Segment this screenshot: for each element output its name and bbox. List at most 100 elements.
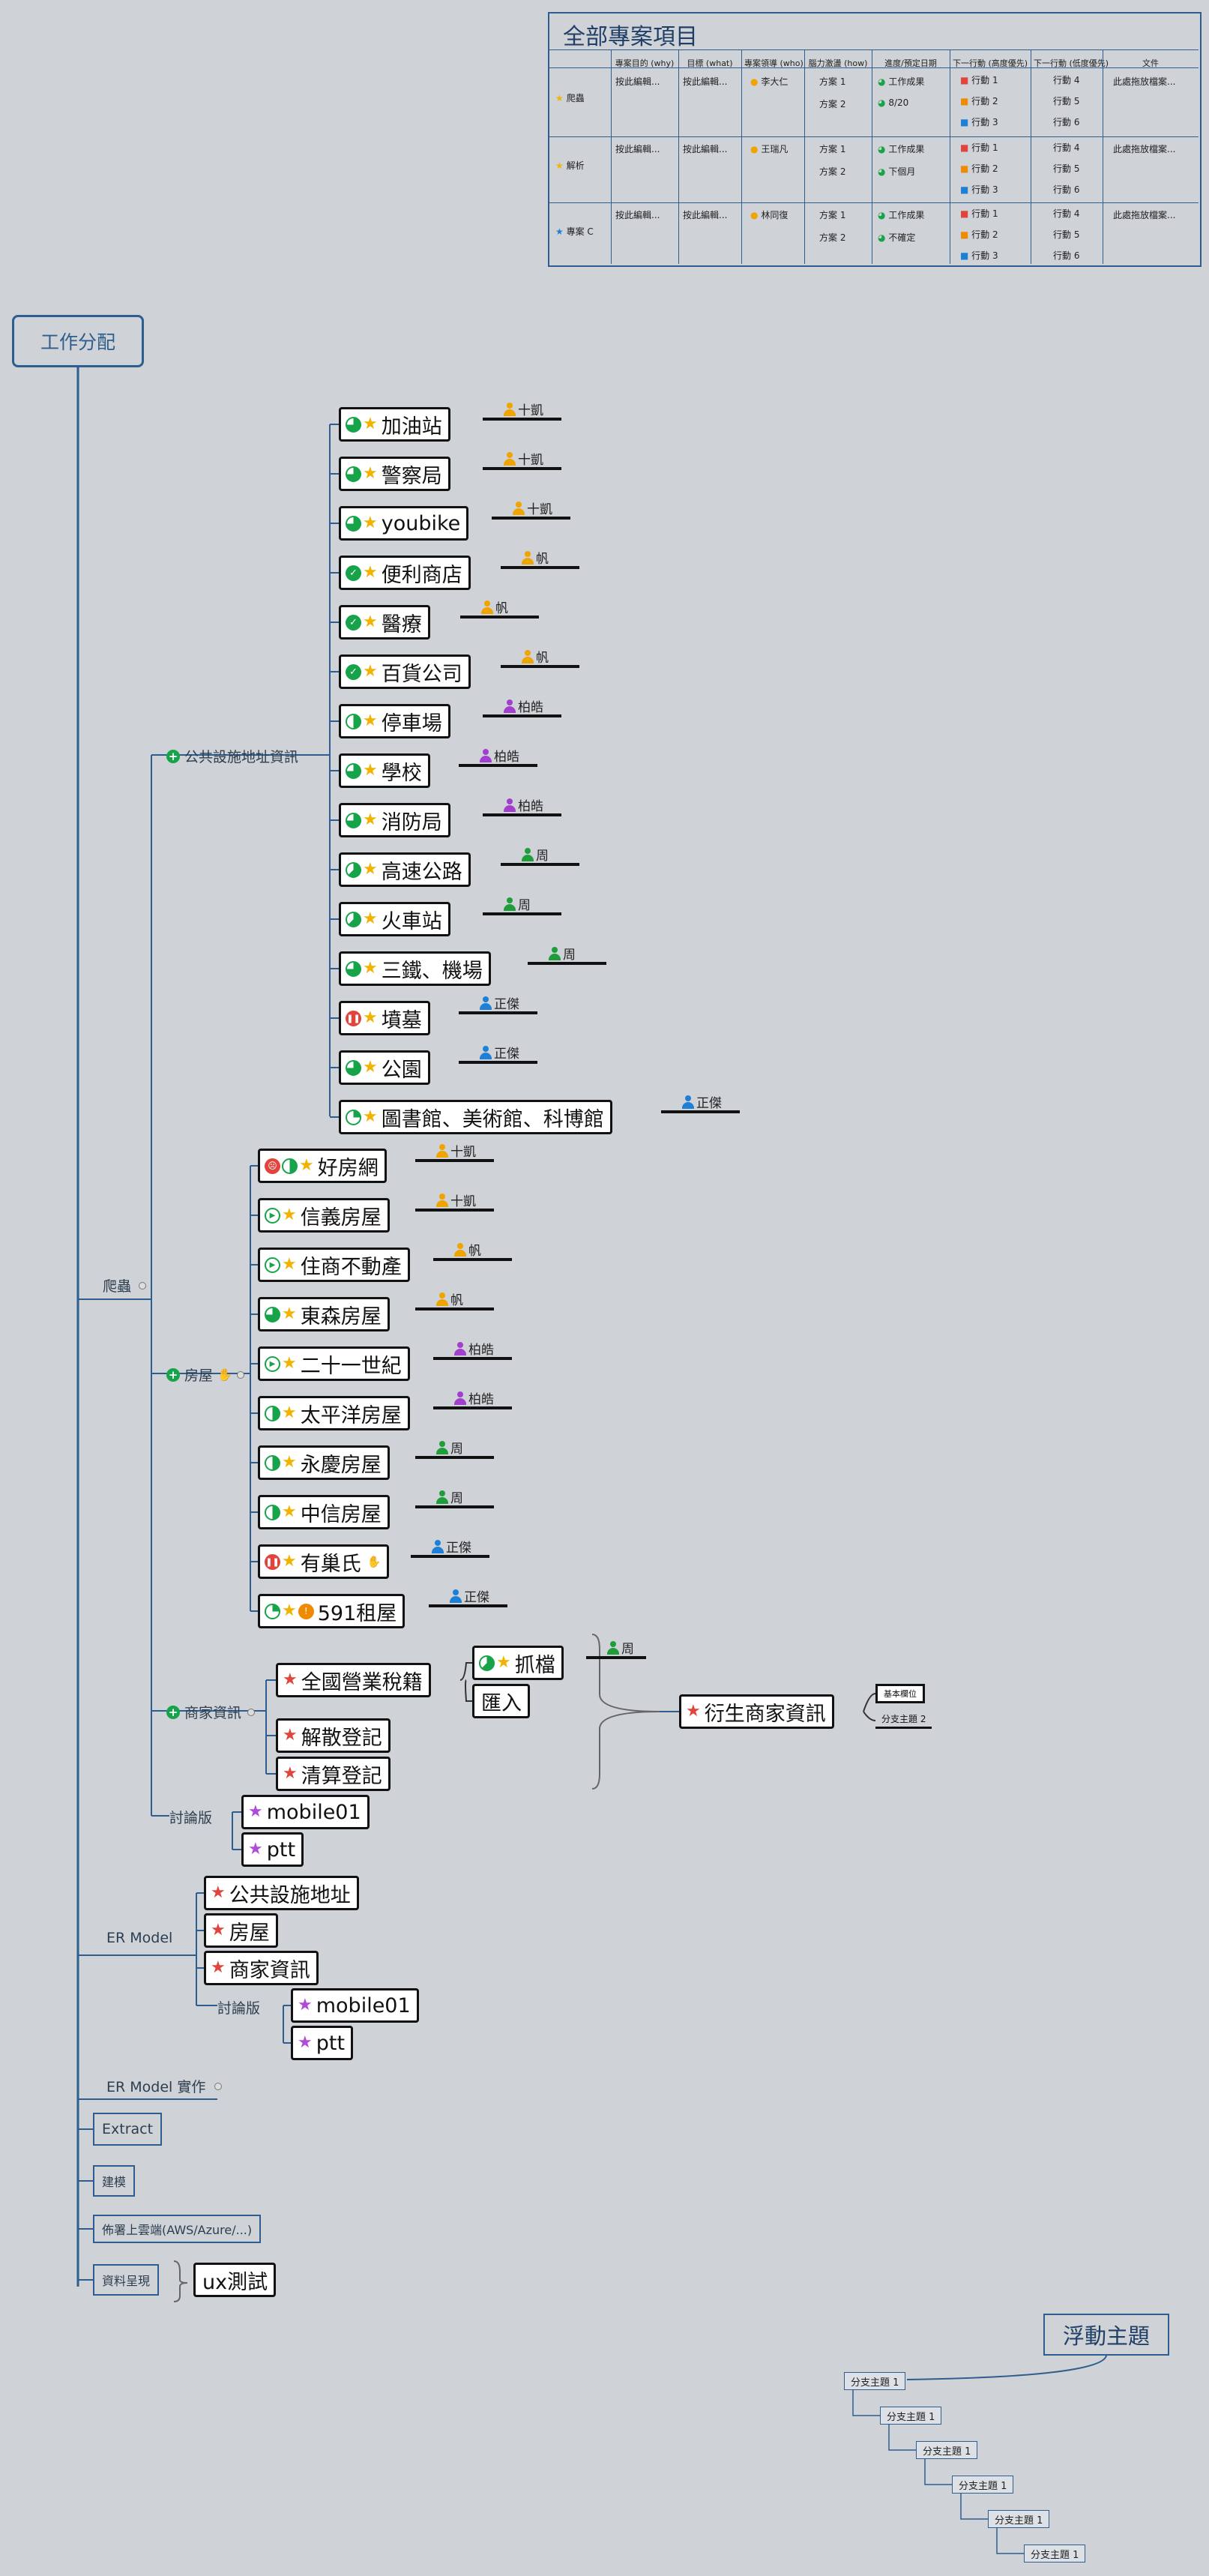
housing-node[interactable]: ★中信房屋 <box>258 1495 390 1529</box>
housing-node[interactable]: ★太平洋房屋 <box>258 1396 410 1430</box>
group-public-facilities[interactable]: +公共設施地址資訊 <box>166 746 298 766</box>
group-er-impl[interactable]: ER Model 實作 <box>106 2076 223 2096</box>
group-housing[interactable]: +房屋✋ <box>166 1364 244 1385</box>
public-facility-node[interactable]: ★停車場 <box>339 704 450 738</box>
assignee: 周 <box>549 944 576 963</box>
star-icon: ★ <box>363 563 378 582</box>
er-model-node[interactable]: ★房屋 <box>204 1913 278 1948</box>
person-icon <box>549 946 561 960</box>
root-topic[interactable]: 工作分配 <box>12 315 144 367</box>
present-topic[interactable]: 資料呈現 <box>93 2264 160 2296</box>
housing-node[interactable]: ★永慶房屋 <box>258 1445 390 1480</box>
node-label: ux測試 <box>202 2270 268 2294</box>
floating-subtopic[interactable]: 分支主題 1 <box>988 2510 1050 2528</box>
forum-node[interactable]: ★mobile01 <box>241 1795 370 1829</box>
assignee-underline <box>483 467 561 470</box>
housing-node[interactable]: ★!591租屋 <box>258 1594 405 1628</box>
progress-icon: ◕ <box>878 210 886 220</box>
public-facility-node[interactable]: ★警察局 <box>339 457 450 491</box>
group-er-forum[interactable]: 討論版 <box>217 1997 260 2017</box>
group-crawler[interactable]: 爬蟲 <box>103 1275 147 1295</box>
housing-node[interactable]: ❚❚★有巢氏✋ <box>258 1544 390 1579</box>
collapse-icon[interactable] <box>247 1708 256 1716</box>
hand-icon: ✋ <box>367 1555 382 1568</box>
connector <box>888 2425 916 2451</box>
cell-high-priority: 行動 3 <box>971 250 998 261</box>
cell-progress: 工作成果 <box>888 144 925 154</box>
er-forum-node[interactable]: ★ptt <box>291 2026 354 2060</box>
group-merchant[interactable]: + 商家資訊 <box>166 1702 256 1722</box>
node-label: 太平洋房屋 <box>300 1403 402 1427</box>
housing-node[interactable]: ▶★二十一世紀 <box>258 1346 410 1381</box>
cell-progress: 工作成果 <box>888 210 925 220</box>
assignee-name: 周 <box>450 1442 463 1457</box>
public-facility-node[interactable]: ✓★百貨公司 <box>339 654 471 689</box>
collapse-icon[interactable] <box>139 1281 147 1289</box>
housing-node[interactable]: ▶★住商不動產 <box>258 1248 410 1282</box>
assignee-name: 帆 <box>468 1244 481 1259</box>
derived-sub-2[interactable]: 分支主題 2 <box>875 1711 932 1729</box>
public-facility-node[interactable]: ★圖書館、美術館、科博館 <box>339 1100 612 1134</box>
er-model-node[interactable]: ★公共設施地址 <box>204 1876 359 1910</box>
cell-low-priority: 行動 6 <box>1053 184 1080 195</box>
public-facility-node[interactable]: ❚❚★墳墓 <box>339 1001 430 1035</box>
public-facility-node[interactable]: ★消防局 <box>339 803 450 837</box>
floating-subtopic[interactable]: 分支主題 1 <box>844 2372 906 2390</box>
housing-node[interactable]: ★東森房屋 <box>258 1297 390 1331</box>
collapse-icon[interactable] <box>214 2082 223 2090</box>
public-facility-node[interactable]: ★加油站 <box>339 407 450 442</box>
check-icon: ✓ <box>346 663 361 680</box>
group-er-model[interactable]: ER Model <box>106 1930 172 1946</box>
floating-subtopic[interactable]: 分支主題 1 <box>952 2476 1014 2494</box>
public-facility-node[interactable]: ★高速公路 <box>339 852 471 887</box>
ux-test-node[interactable]: ux測試 <box>193 2263 277 2297</box>
public-facility-node[interactable]: ★公園 <box>339 1050 430 1085</box>
assignee-name: 帆 <box>536 651 549 666</box>
floating-subtopic[interactable]: 分支主題 1 <box>916 2441 978 2459</box>
public-facility-node[interactable]: ★學校 <box>339 753 430 788</box>
collapse-icon[interactable] <box>236 1370 244 1379</box>
expand-plus-icon[interactable]: + <box>166 749 180 763</box>
merchant-dissolve-node[interactable]: ★解散登記 <box>276 1718 391 1753</box>
person-icon <box>522 847 534 861</box>
public-facility-node[interactable]: ✓★醫療 <box>339 605 430 640</box>
housing-node[interactable]: ▶★信義房屋 <box>258 1198 390 1233</box>
merchant-liquidate-node[interactable]: ★清算登記 <box>276 1757 391 1791</box>
build-topic[interactable]: 建模 <box>93 2165 136 2197</box>
group-forum[interactable]: 討論版 <box>169 1807 212 1827</box>
merchant-import-node[interactable]: 匯入 <box>472 1684 530 1718</box>
expand-plus-icon[interactable]: + <box>166 1705 180 1719</box>
assignee-name: 柏皓 <box>468 1392 494 1407</box>
assignee: 周 <box>436 1438 463 1457</box>
assignee-underline <box>429 1604 507 1607</box>
cell-low-priority: 行動 5 <box>1053 163 1080 174</box>
floating-topic[interactable]: 浮動主題 <box>1043 2314 1169 2356</box>
merchant-derived-node[interactable]: ★衍生商家資訊 <box>679 1694 834 1729</box>
floating-subtopic[interactable]: 分支主題 1 <box>1024 2545 1086 2563</box>
public-facility-node[interactable]: ★火車站 <box>339 902 450 936</box>
housing-node[interactable]: ☹★好房網 <box>258 1149 387 1183</box>
cell-who: 王瑞凡 <box>761 144 789 154</box>
group-er-impl-label: ER Model 實作 <box>106 2079 206 2095</box>
public-facility-node[interactable]: ★youbike <box>339 506 469 541</box>
public-facility-node[interactable]: ✓★便利商店 <box>339 556 471 590</box>
cell-why: 按此編輯... <box>615 76 660 87</box>
group-merchant-label: 商家資訊 <box>184 1705 242 1721</box>
star-icon: ★ <box>555 160 564 171</box>
forum-node[interactable]: ★ptt <box>241 1832 304 1867</box>
assignee-name: 十凱 <box>527 502 552 517</box>
extract-topic[interactable]: Extract <box>93 2113 163 2146</box>
person-icon <box>436 1143 448 1158</box>
expand-plus-icon[interactable]: + <box>166 1367 180 1382</box>
table-divider <box>549 202 1199 203</box>
merchant-grab-node[interactable]: ★抓檔 <box>472 1646 564 1680</box>
er-model-node[interactable]: ★商家資訊 <box>204 1951 319 1985</box>
floating-subtopic[interactable]: 分支主題 1 <box>880 2407 942 2425</box>
merchant-tax-node[interactable]: ★全國營業稅籍 <box>276 1663 431 1697</box>
derived-sub-basic[interactable]: 基本欄位 <box>875 1684 925 1703</box>
person-icon <box>522 550 534 565</box>
node-label: 衍生商家資訊 <box>704 1702 826 1726</box>
er-forum-node[interactable]: ★mobile01 <box>291 1988 419 2023</box>
public-facility-node[interactable]: ★三鐵、機場 <box>339 951 491 986</box>
cloud-topic[interactable]: 佈署上雲端(AWS/Azure/...) <box>93 2215 262 2243</box>
